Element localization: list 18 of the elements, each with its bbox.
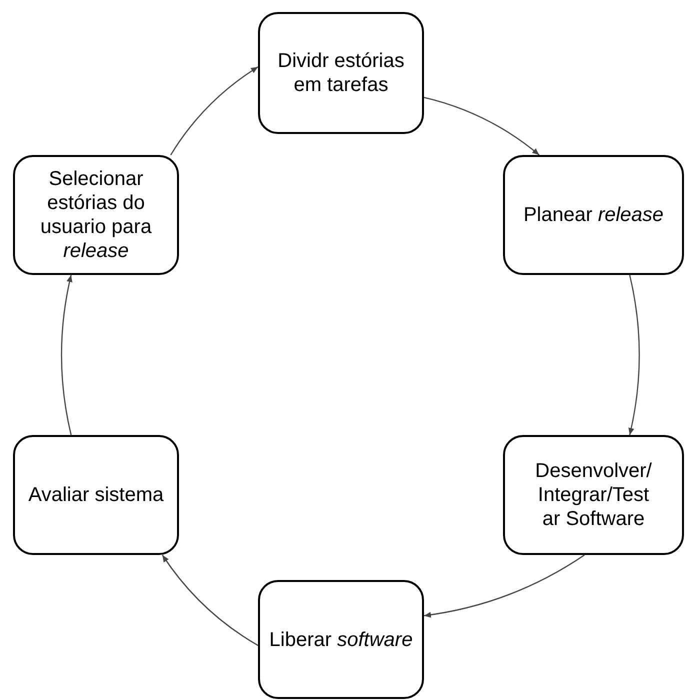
arrow <box>60 274 73 436</box>
arrow <box>170 66 258 156</box>
step-label: Avaliar sistema <box>28 483 164 507</box>
process-box <box>503 155 684 275</box>
process-box <box>503 435 684 555</box>
arrow <box>424 96 540 156</box>
arrow <box>162 554 258 646</box>
step-label: Desenvolver/Integrar/Testar Software <box>534 459 653 531</box>
arrow <box>424 554 585 618</box>
step-label: Selecionar estórias do usuario para release <box>39 167 153 263</box>
step-label: Liberar software <box>269 628 413 652</box>
step-label: Planear release <box>523 203 664 227</box>
process-box <box>258 580 424 699</box>
arrow <box>628 274 640 436</box>
step-label: Dividr estórias em tarefas <box>276 49 406 97</box>
process-box <box>258 12 424 134</box>
process-box <box>13 155 179 275</box>
process-box <box>13 435 179 555</box>
